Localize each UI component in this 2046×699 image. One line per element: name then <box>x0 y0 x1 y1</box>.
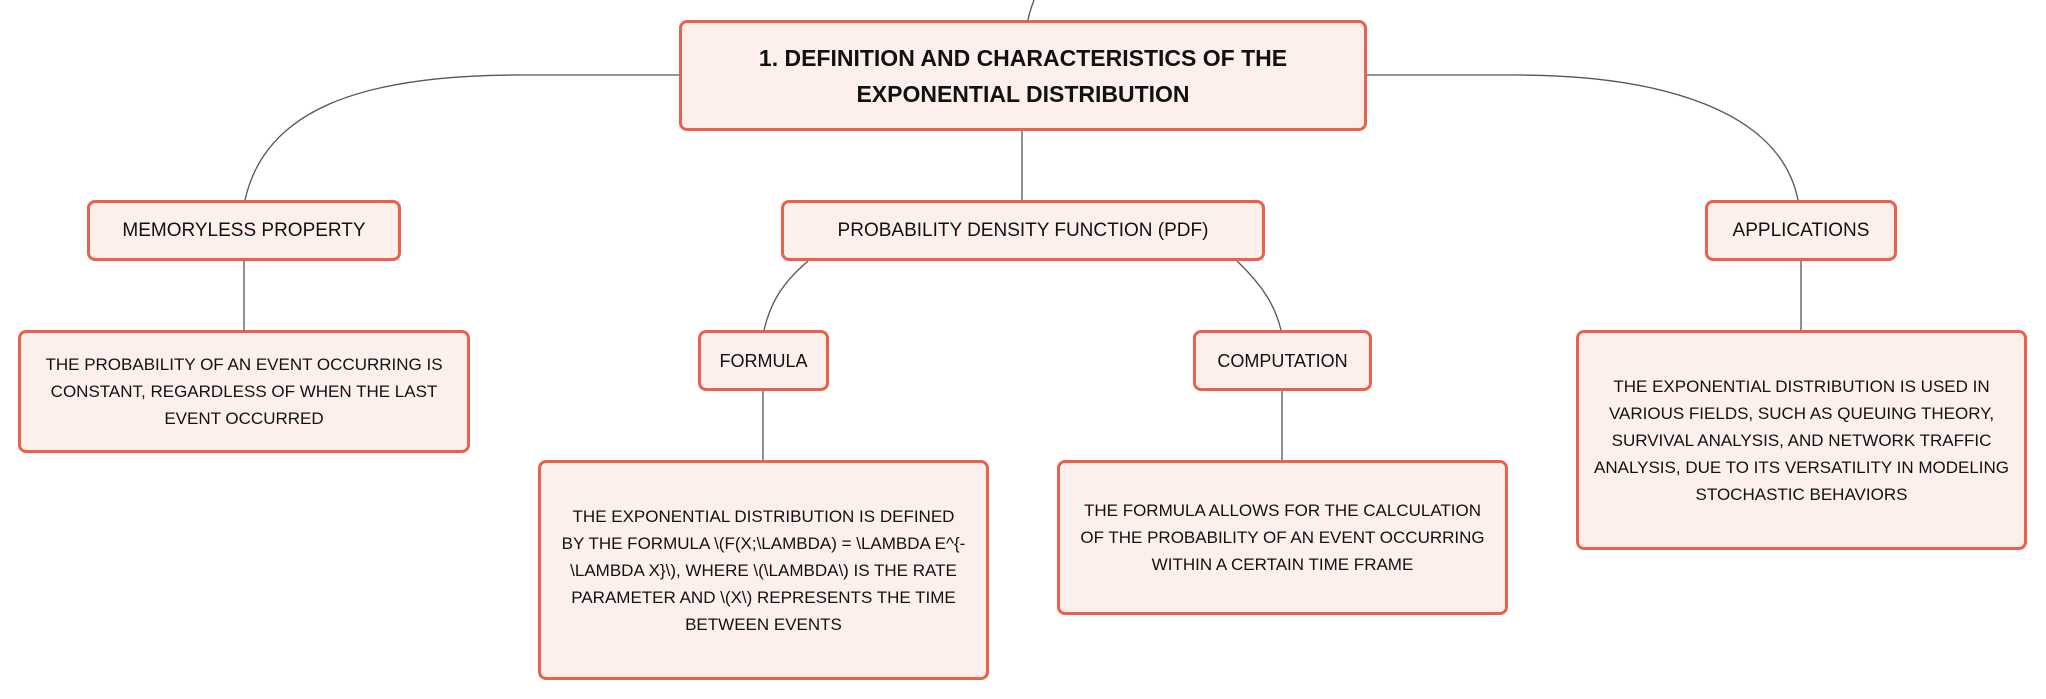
connector-parent-to-root <box>1027 0 1035 21</box>
root-topic-label: 1. DEFINITION AND CHARACTERISTICS OF THE… <box>758 44 1288 107</box>
applications-node[interactable]: APPLICATIONS <box>1705 200 1897 261</box>
connector-root-to-memoryless <box>244 74 679 201</box>
formula-label: FORMULA <box>719 350 808 371</box>
computation-label: COMPUTATION <box>1217 350 1348 371</box>
root-topic-node[interactable]: 1. DEFINITION AND CHARACTERISTICS OF THE… <box>679 20 1367 131</box>
formula-description-text: THE EXPONENTIAL DISTRIBUTION IS DEFINED … <box>561 506 966 634</box>
computation-node[interactable]: COMPUTATION <box>1193 330 1372 391</box>
computation-description-text: THE FORMULA ALLOWS FOR THE CALCULATION O… <box>1080 501 1485 574</box>
connector-pdf-to-formula <box>763 260 809 331</box>
connector-pdf-to-computation <box>1236 260 1282 331</box>
applications-description-node[interactable]: THE EXPONENTIAL DISTRIBUTION IS USED IN … <box>1576 330 2027 550</box>
connector-root-to-applications <box>1367 74 1799 201</box>
applications-label: APPLICATIONS <box>1732 219 1870 241</box>
formula-node[interactable]: FORMULA <box>698 330 829 391</box>
memoryless-property-label: MEMORYLESS PROPERTY <box>122 219 366 241</box>
pdf-label: PROBABILITY DENSITY FUNCTION (PDF) <box>837 219 1209 241</box>
formula-description-node[interactable]: THE EXPONENTIAL DISTRIBUTION IS DEFINED … <box>538 460 989 680</box>
memoryless-description-text: THE PROBABILITY OF AN EVENT OCCURRING IS… <box>45 355 443 428</box>
pdf-node[interactable]: PROBABILITY DENSITY FUNCTION (PDF) <box>781 200 1265 261</box>
memoryless-property-node[interactable]: MEMORYLESS PROPERTY <box>87 200 401 261</box>
memoryless-description-node[interactable]: THE PROBABILITY OF AN EVENT OCCURRING IS… <box>18 330 470 453</box>
applications-description-text: THE EXPONENTIAL DISTRIBUTION IS USED IN … <box>1593 376 2010 504</box>
computation-description-node[interactable]: THE FORMULA ALLOWS FOR THE CALCULATION O… <box>1057 460 1508 615</box>
